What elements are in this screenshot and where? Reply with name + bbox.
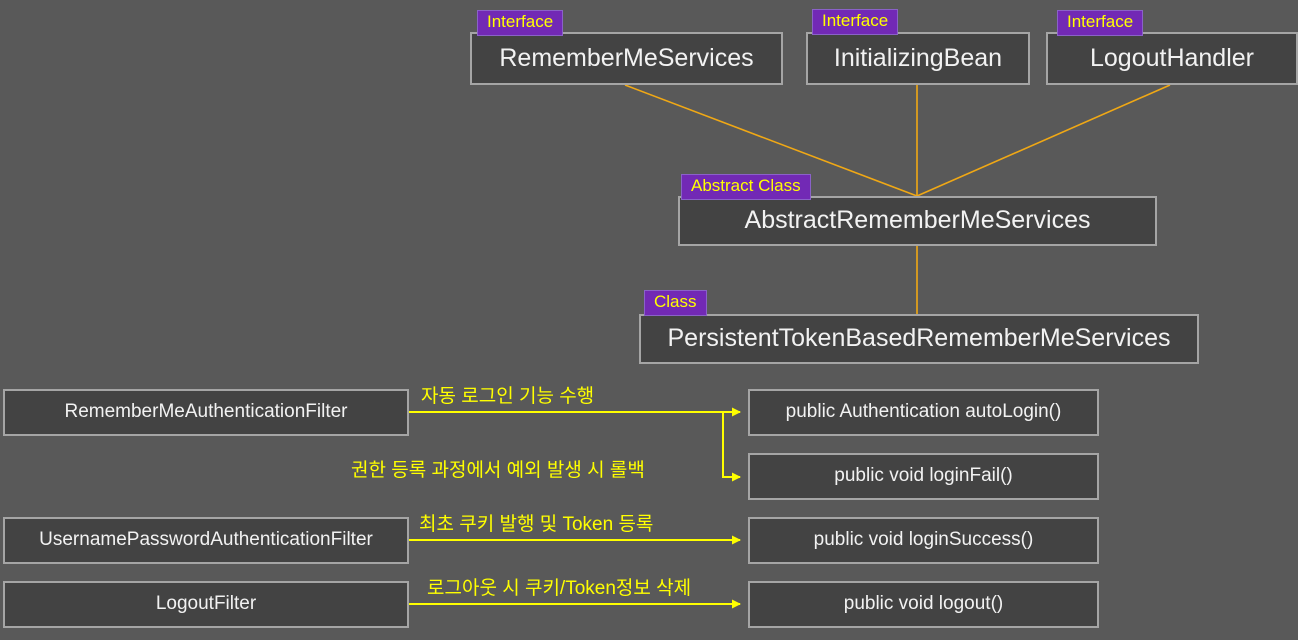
node-persistenttokenbasedremembermeservices[interactable]: PersistentTokenBasedRememberMeServices: [639, 314, 1199, 364]
badge-class: Class: [644, 290, 707, 316]
node-method-loginsuccess[interactable]: public void loginSuccess(): [748, 517, 1099, 564]
badge-interface-logouthandler: Interface: [1057, 10, 1144, 36]
node-remembermeauthenticationfilter[interactable]: RememberMeAuthenticationFilter: [3, 389, 409, 436]
edge-label-logout-delete: 로그아웃 시 쿠키/Token정보 삭제: [427, 578, 692, 599]
node-logoutfilter[interactable]: LogoutFilter: [3, 581, 409, 628]
badge-abstract-class: Abstract Class: [681, 174, 811, 200]
badge-interface-initializingbean: Interface: [812, 9, 899, 35]
node-method-logout[interactable]: public void logout(): [748, 581, 1099, 628]
node-usernamepasswordauthenticationfilter[interactable]: UsernamePasswordAuthenticationFilter: [3, 517, 409, 564]
edge-label-cookie-issue: 최초 쿠키 발행 및 Token 등록: [419, 514, 654, 535]
node-initializingbean[interactable]: InitializingBean: [806, 32, 1030, 85]
badge-interface-remembermeservices: Interface: [477, 10, 564, 36]
node-abstractremembermeservices[interactable]: AbstractRememberMeServices: [678, 196, 1157, 246]
node-logouthandler[interactable]: LogoutHandler: [1046, 32, 1298, 85]
node-method-autologin[interactable]: public Authentication autoLogin(): [748, 389, 1099, 436]
edge-label-rollback: 권한 등록 과정에서 예외 발생 시 롤백: [351, 460, 645, 481]
node-method-loginfail[interactable]: public void loginFail(): [748, 453, 1099, 500]
node-remembermeservices[interactable]: RememberMeServices: [470, 32, 783, 85]
edge-label-auto-login: 자동 로그인 기능 수행: [421, 386, 595, 407]
